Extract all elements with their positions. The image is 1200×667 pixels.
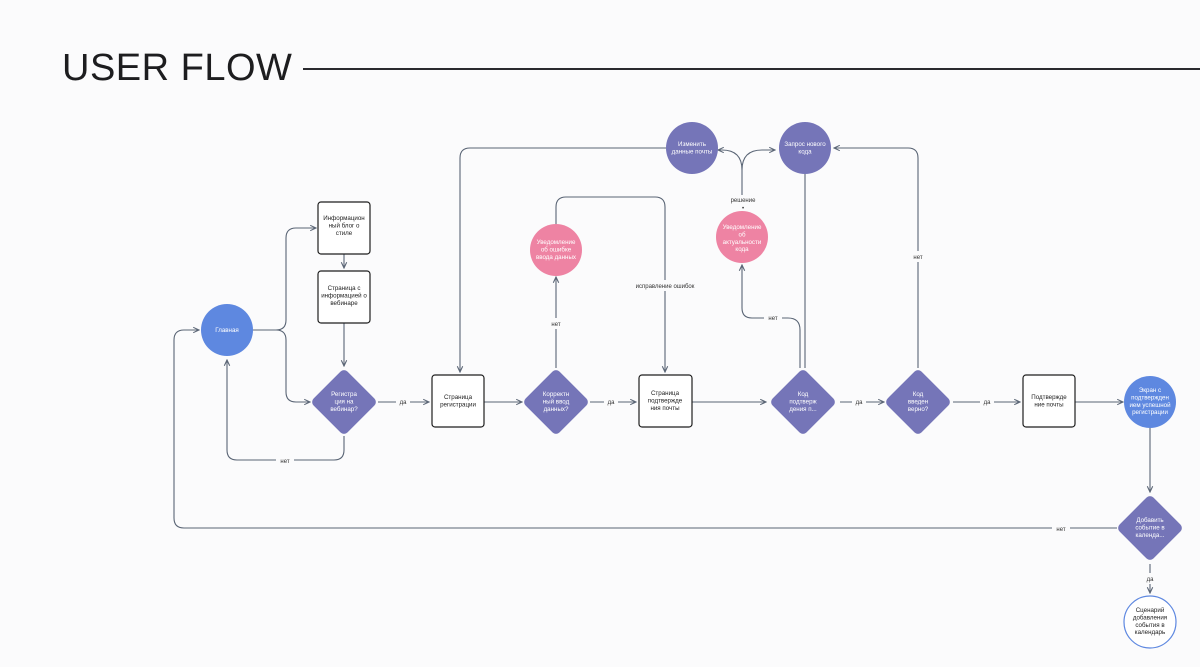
edge-home-info (252, 228, 316, 331)
label-no-5: нет (1056, 527, 1065, 533)
node-home-label: Главная (215, 327, 239, 334)
edge-decision-change-email (718, 150, 743, 171)
label-yes-2: да (608, 400, 616, 406)
label-decision: решение (731, 198, 756, 204)
label-error-fix: исправление ошибок (636, 284, 695, 290)
label-decision-dot: • (742, 206, 744, 212)
edge-change-email-registration (460, 147, 666, 372)
edge-calendar-no-home (173, 330, 1117, 529)
page-title: USER FLOW (62, 47, 293, 89)
edge-home-question (252, 329, 310, 402)
edge-correct-no-newcode (834, 148, 919, 368)
label-yes-3: да (856, 400, 864, 406)
edge-decision-new-code (741, 150, 775, 171)
title-divider (303, 68, 1200, 70)
label-no-2: нет (551, 322, 560, 328)
node-home[interactable]: Главная (201, 304, 253, 356)
edge-labels: да нет нет исправление ошибок да нет реш… (276, 195, 1157, 584)
label-yes-1: да (400, 400, 408, 406)
label-yes-4: да (984, 400, 992, 406)
label-no-3: нет (768, 316, 777, 322)
label-no-4: нет (913, 255, 922, 261)
edge-error-fix-email (555, 196, 665, 372)
label-yes-5: да (1147, 577, 1155, 583)
label-no-1: нет (280, 459, 289, 465)
